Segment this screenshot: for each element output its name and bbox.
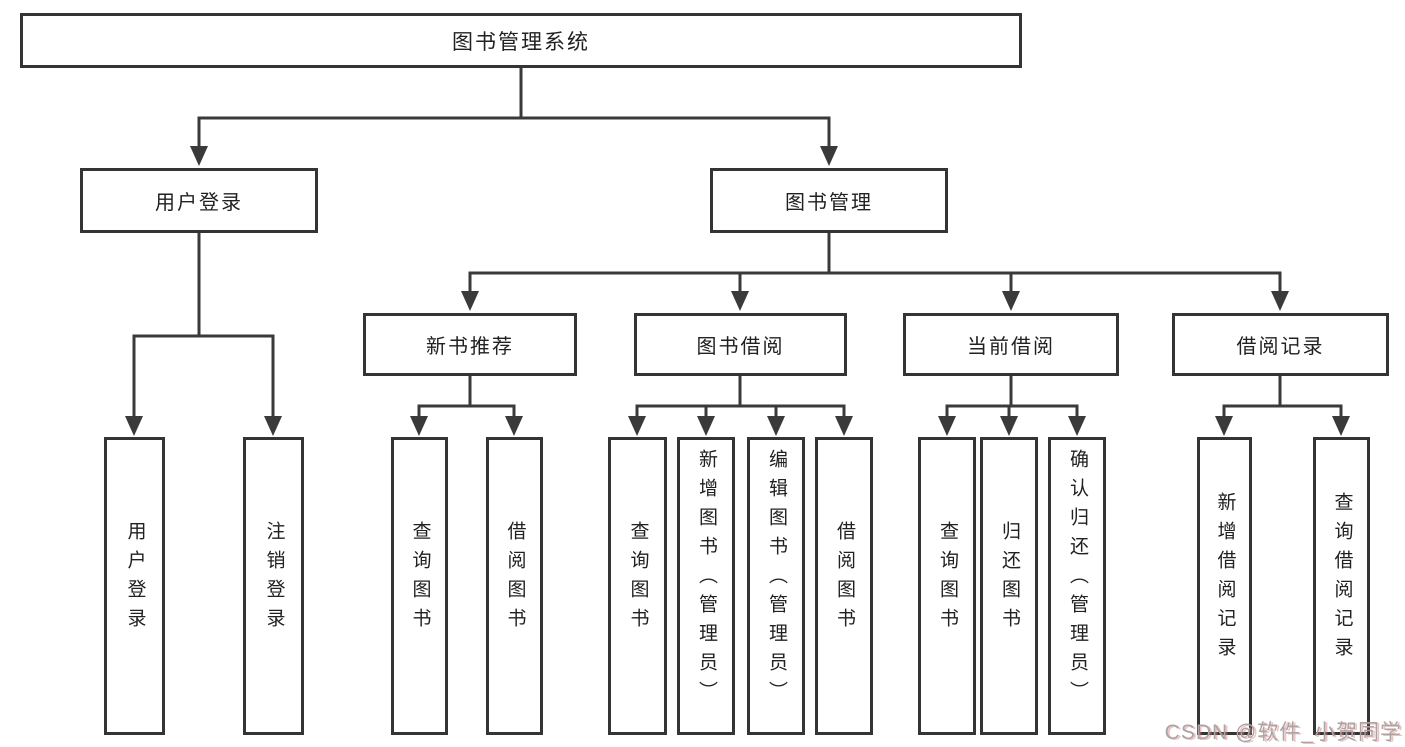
leaf-label: 编辑图书（管理员） <box>765 448 787 710</box>
arrowhead <box>505 416 523 436</box>
leaf-label: 新增借阅记录 <box>1214 492 1236 666</box>
leaf-logout: 注销登录 <box>243 437 304 735</box>
arrowhead <box>731 291 749 311</box>
arrowhead <box>628 416 646 436</box>
leaf-user-login: 用户登录 <box>104 437 165 735</box>
leaf-confirm-return-admin: 确认归还（管理员） <box>1048 437 1106 735</box>
node-book-management: 图书管理 <box>710 168 948 233</box>
leaf-borrow-book-2: 借阅图书 <box>815 437 873 735</box>
leaf-add-book-admin: 新增图书（管理员） <box>677 437 735 735</box>
leaf-label: 用户登录 <box>124 521 146 637</box>
arrowhead <box>1068 416 1086 436</box>
arrowhead <box>820 146 838 166</box>
node-library-system: 图书管理系统 <box>20 13 1022 68</box>
node-user-login: 用户登录 <box>80 168 318 233</box>
leaf-label: 借阅图书 <box>504 521 526 637</box>
leaf-query-book-2: 查询图书 <box>608 437 667 735</box>
arrowhead <box>1002 291 1020 311</box>
arrowhead <box>697 416 715 436</box>
leaf-return-book: 归还图书 <box>980 437 1038 735</box>
arrowhead <box>1215 416 1233 436</box>
node-current-borrow: 当前借阅 <box>903 313 1119 376</box>
leaf-query-borrow-record: 查询借阅记录 <box>1313 437 1370 735</box>
arrowhead <box>410 416 428 436</box>
node-book-borrow: 图书借阅 <box>634 313 847 376</box>
node-borrow-records: 借阅记录 <box>1172 313 1389 376</box>
arrowhead <box>1332 416 1350 436</box>
leaf-edit-book-admin: 编辑图书（管理员） <box>747 437 805 735</box>
arrowhead <box>1000 416 1018 436</box>
leaf-label: 归还图书 <box>998 521 1020 637</box>
leaf-label: 借阅图书 <box>833 521 855 637</box>
node-new-book-recommend: 新书推荐 <box>363 313 577 376</box>
leaf-add-borrow-record: 新增借阅记录 <box>1197 437 1252 735</box>
arrowhead <box>190 146 208 166</box>
arrowhead <box>938 416 956 436</box>
leaf-query-book-1: 查询图书 <box>391 437 448 735</box>
leaf-label: 新增图书（管理员） <box>695 448 717 710</box>
arrowhead <box>264 416 282 436</box>
arrowhead <box>125 416 143 436</box>
arrowhead <box>1271 291 1289 311</box>
watermark-text: CSDN @软件_小贺同学 <box>1164 721 1402 744</box>
leaf-label: 确认归还（管理员） <box>1066 448 1088 710</box>
leaf-label: 查询图书 <box>409 521 431 637</box>
leaf-query-book-3: 查询图书 <box>918 437 976 735</box>
arrowhead <box>461 291 479 311</box>
leaf-label: 查询借阅记录 <box>1331 492 1353 666</box>
leaf-label: 注销登录 <box>263 521 285 637</box>
arrowhead <box>767 416 785 436</box>
arrowhead <box>835 416 853 436</box>
leaf-label: 查询图书 <box>627 521 649 637</box>
leaf-label: 查询图书 <box>936 521 958 637</box>
leaf-borrow-book-1: 借阅图书 <box>486 437 543 735</box>
